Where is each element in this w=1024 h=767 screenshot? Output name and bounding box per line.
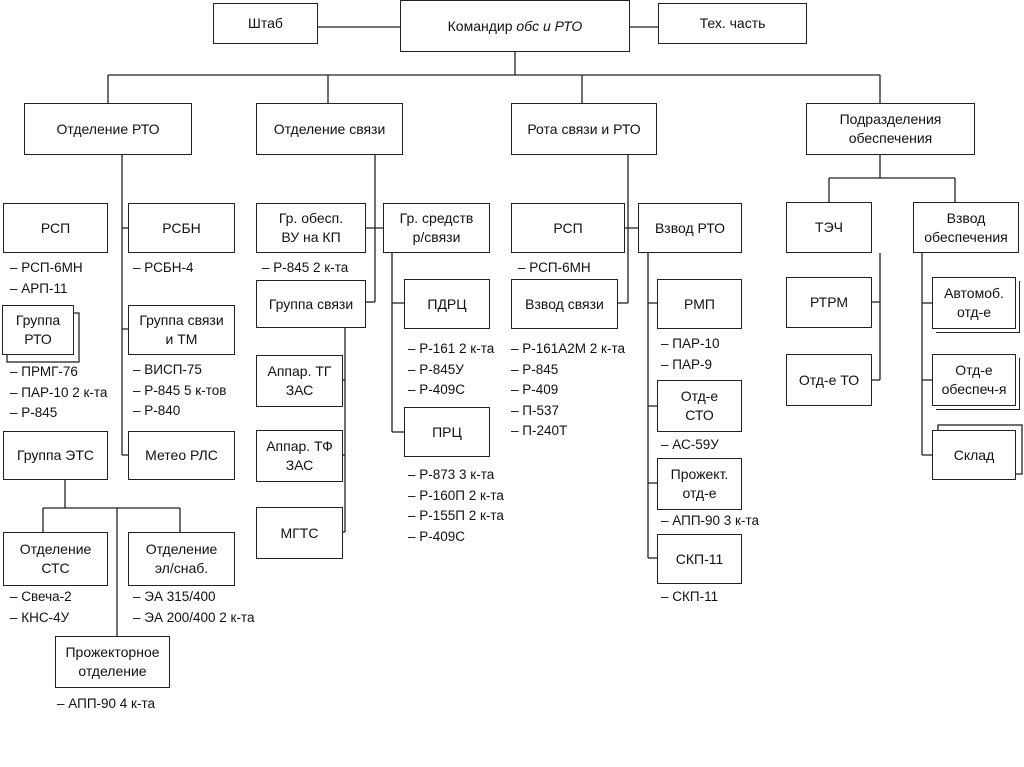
commander-label-italic: обс и РТО	[516, 17, 583, 34]
company-rsp-box: РСП	[511, 203, 625, 253]
platoon-rto-box: Взвод РТО	[638, 203, 742, 253]
staff-box: Штаб	[213, 3, 318, 44]
rtrm-box: РТРМ	[786, 277, 872, 328]
list-item: Свеча-2	[10, 587, 71, 608]
list-item: АПП-90 4 к-та	[57, 694, 155, 715]
list-item: АС-59У	[661, 435, 719, 456]
meteo-radar-box: Метео РЛС	[128, 431, 235, 480]
rmp-box: РМП	[657, 279, 742, 329]
searchlight-section-box: Прожекторное отделение	[55, 636, 170, 688]
list-item: ЭА 200/400 2 к-та	[133, 608, 254, 629]
company-box: Рота связи и РТО	[511, 103, 657, 155]
list-item: Р-845У	[408, 360, 494, 381]
rto-division-box: Отделение РТО	[24, 103, 192, 155]
support-platoon-box: Взвод обеспечения	[913, 202, 1019, 253]
list-item: РСП-6МН	[518, 258, 590, 279]
list-item: РСБН-4	[133, 258, 193, 279]
company-rsp-list: РСП-6МН	[518, 258, 590, 279]
list-item: Р-845 2 к-та	[262, 258, 348, 279]
rsbn-list: РСБН-4	[133, 258, 193, 279]
group-ets-box: Группа ЭТС	[3, 431, 108, 480]
power-supply-list: ЭА 315/400 ЭА 200/400 2 к-та	[133, 587, 254, 628]
group-rto-box: Группа РТО	[2, 305, 74, 355]
prc-box: ПРЦ	[404, 407, 490, 457]
list-item: ВИСП-75	[133, 360, 226, 381]
group-comm-tm-box: Группа связи и ТМ	[128, 305, 235, 355]
vu-kp-group-list: Р-845 2 к-та	[262, 258, 348, 279]
list-item: П-240Т	[511, 421, 625, 442]
sto-box: Отд-е СТО	[657, 380, 742, 432]
supply-section-box: Отд-е обеспеч-я	[932, 354, 1016, 406]
rto-rsp-list: РСП-6МН АРП-11	[10, 258, 83, 300]
tg-zas-box: Аппар. ТГ ЗАС	[256, 355, 343, 407]
pdrc-list: Р-161 2 к-та Р-845У Р-409С	[408, 339, 494, 401]
list-item: ПАР-10	[661, 334, 719, 355]
list-item: АПП-90 3 к-та	[661, 511, 759, 532]
list-item: Р-840	[133, 401, 226, 422]
tech-part-box: Тех. часть	[658, 3, 807, 44]
list-item: ПАР-9	[661, 355, 720, 376]
sto-list: АС-59У	[661, 435, 719, 456]
mgts-box: МГТС	[256, 507, 343, 559]
sts-list: Свеча-2 КНС-4У	[10, 587, 72, 629]
list-item: Р-845	[10, 403, 107, 424]
comm-division-box: Отделение связи	[256, 103, 403, 155]
list-item: Р-409С	[408, 380, 494, 401]
tech-unit-box: ТЭЧ	[786, 202, 872, 253]
list-item: КНС-4У	[10, 608, 72, 629]
comm-group-box: Группа связи	[256, 280, 366, 328]
skp-list: СКП-11	[661, 587, 718, 608]
power-supply-box: Отделение эл/снаб.	[128, 532, 235, 586]
skp-box: СКП-11	[657, 534, 742, 584]
list-item: РСП-6МН	[10, 258, 82, 279]
list-item: Р-409С	[408, 527, 504, 548]
searchlight-unit-list: АПП-90 3 к-та	[661, 511, 759, 532]
list-item: ПРМГ-76	[10, 362, 107, 383]
pdrc-box: ПДРЦ	[404, 279, 490, 329]
warehouse-box: Склад	[932, 430, 1016, 480]
commander-box: Командир обс и РТО	[400, 0, 630, 52]
list-item: Р-845	[511, 360, 625, 381]
auto-section-box: Автомоб. отд-е	[932, 277, 1016, 329]
to-section-box: Отд-е ТО	[786, 354, 872, 406]
list-item: Р-161А2М 2 к-та	[511, 339, 625, 360]
group-comm-tm-list: ВИСП-75 Р-845 5 к-тов Р-840	[133, 360, 226, 422]
sts-box: Отделение СТС	[3, 532, 108, 586]
list-item: Р-155П 2 к-та	[408, 506, 504, 527]
rto-rsp-box: РСП	[3, 203, 108, 253]
platoon-comm-list: Р-161А2М 2 к-та Р-845 Р-409 П-537 П-240Т	[511, 339, 625, 442]
support-division-box: Подразделения обеспечения	[806, 103, 975, 155]
rsbn-box: РСБН	[128, 203, 235, 253]
radio-means-group-box: Гр. средств р/связи	[383, 203, 490, 253]
vu-kp-group-box: Гр. обесп. ВУ на КП	[256, 203, 366, 253]
group-rto-list: ПРМГ-76 ПАР-10 2 к-та Р-845	[10, 362, 107, 424]
list-item: Р-873 3 к-та	[408, 465, 504, 486]
list-item: Р-845 5 к-тов	[133, 381, 226, 402]
commander-label: Командир	[447, 17, 517, 34]
list-item: Р-160П 2 к-та	[408, 486, 504, 507]
list-item: ПАР-10 2 к-та	[10, 383, 107, 404]
list-item: Р-409	[511, 380, 625, 401]
list-item: П-537	[511, 401, 625, 422]
list-item: СКП-11	[661, 587, 718, 608]
tf-zas-box: Аппар. ТФ ЗАС	[256, 430, 343, 482]
platoon-comm-box: Взвод связи	[511, 279, 618, 329]
prc-list: Р-873 3 к-та Р-160П 2 к-та Р-155П 2 к-та…	[408, 465, 504, 547]
searchlight-unit-box: Прожект. отд-е	[657, 458, 742, 510]
rmp-list: ПАР-10 ПАР-9	[661, 334, 720, 376]
list-item: АРП-11	[10, 279, 83, 300]
searchlight-section-list: АПП-90 4 к-та	[57, 694, 155, 715]
list-item: Р-161 2 к-та	[408, 339, 494, 360]
list-item: ЭА 315/400	[133, 587, 254, 608]
